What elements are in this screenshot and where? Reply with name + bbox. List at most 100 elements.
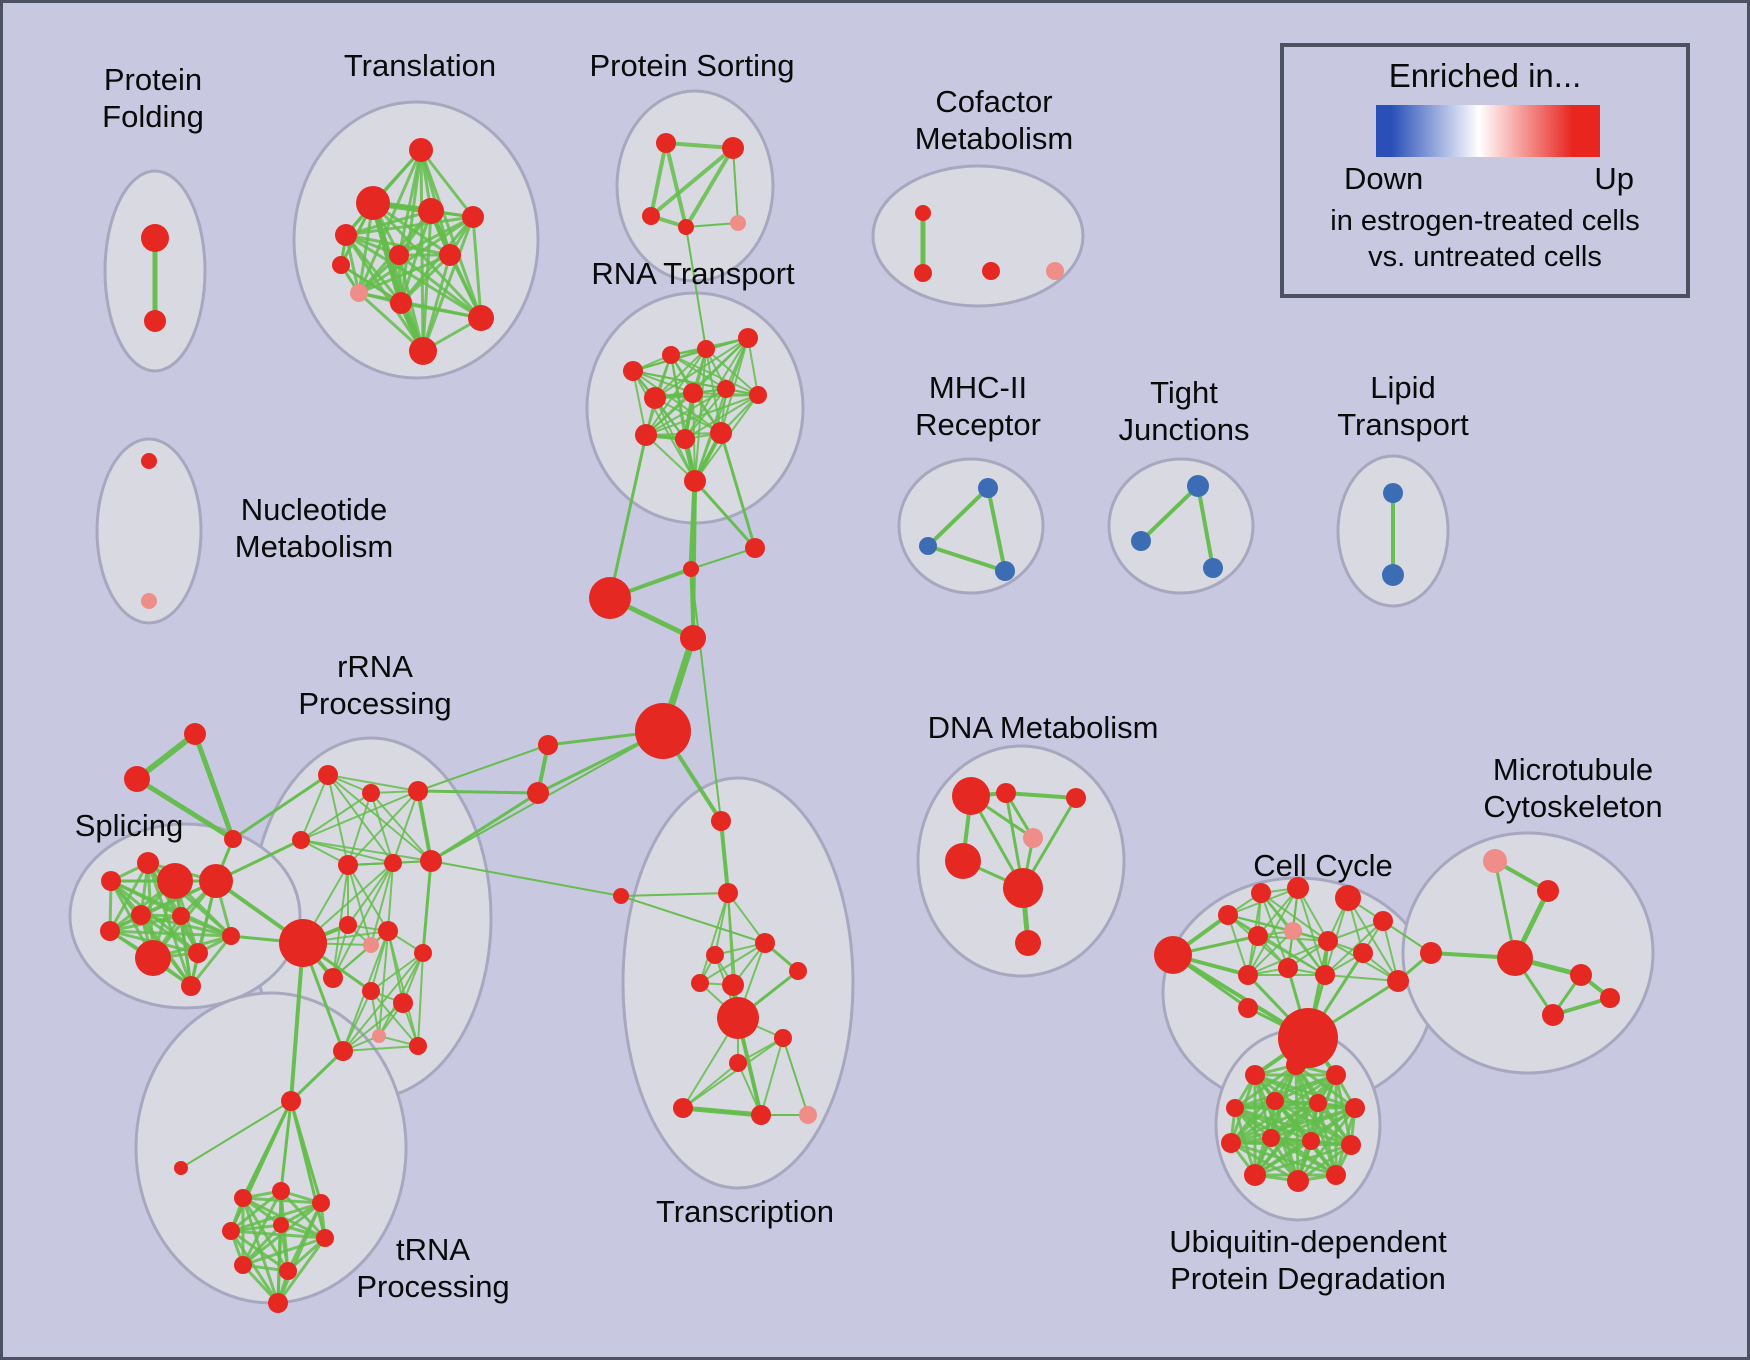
network-edge <box>699 892 729 984</box>
network-node <box>691 974 709 992</box>
network-node <box>137 852 159 874</box>
network-edge <box>276 1223 283 1305</box>
network-node <box>338 855 358 875</box>
network-node <box>1537 880 1559 902</box>
network-edge <box>649 146 735 218</box>
cluster-ellipse-protein-sorting <box>615 89 775 283</box>
network-edge <box>760 1037 784 1116</box>
network-edge <box>419 148 475 219</box>
network-node <box>1382 564 1404 586</box>
network-edge <box>1269 1136 1338 1177</box>
network-node <box>684 470 706 492</box>
network-edge <box>189 934 233 988</box>
network-node <box>362 982 380 1000</box>
network-node <box>774 1029 792 1047</box>
network-node <box>722 137 744 159</box>
network-edge <box>690 568 722 822</box>
network-edge <box>682 1037 784 1109</box>
network-node <box>468 305 494 331</box>
network-node <box>409 138 433 162</box>
network-node <box>279 919 327 967</box>
network-node <box>234 1256 252 1274</box>
network-node <box>144 310 166 332</box>
network-node <box>414 944 432 962</box>
network-node <box>224 830 242 848</box>
network-edge <box>649 141 668 218</box>
network-node <box>683 561 699 577</box>
network-edge <box>645 394 759 436</box>
network-edge <box>684 394 759 440</box>
network-node <box>1278 1008 1338 1068</box>
network-edge <box>357 291 425 353</box>
network-edge <box>416 789 540 795</box>
network-node <box>1353 943 1373 963</box>
network-edge <box>417 744 549 792</box>
network-node <box>101 871 121 891</box>
network-node <box>312 1194 330 1212</box>
network-node <box>1341 1135 1361 1155</box>
network-node <box>680 625 706 651</box>
network-node <box>718 883 738 903</box>
network-node <box>635 703 691 759</box>
network-node <box>1286 1055 1306 1075</box>
network-node <box>1251 883 1271 903</box>
network-edge <box>1316 1101 1338 1177</box>
network-edge <box>229 1189 283 1233</box>
network-edge <box>347 864 372 946</box>
network-edge <box>289 1049 345 1103</box>
network-edge <box>370 862 394 946</box>
network-node <box>1046 262 1064 280</box>
network-edge <box>241 1223 283 1267</box>
network-edge <box>300 839 432 862</box>
network-edge <box>289 1099 327 1240</box>
network-edge <box>192 731 236 842</box>
network-node <box>131 905 151 925</box>
network-node <box>1218 905 1238 925</box>
network-edge <box>241 1236 327 1267</box>
network-edge <box>421 215 475 353</box>
network-node <box>711 811 731 831</box>
network-node <box>420 850 442 872</box>
network-node <box>384 854 402 872</box>
network-edge <box>664 141 735 150</box>
network-edge <box>1269 1101 1320 1140</box>
network-node <box>1483 849 1507 873</box>
network-edge <box>229 1099 293 1233</box>
network-node <box>1238 965 1258 985</box>
network-node <box>409 337 437 365</box>
network-node <box>1326 1165 1346 1185</box>
network-node <box>1154 936 1192 974</box>
network-node <box>292 831 310 849</box>
network-node <box>188 943 208 963</box>
network-edge <box>344 215 475 237</box>
network-node <box>730 215 746 231</box>
network-node <box>1420 942 1442 964</box>
network-edge <box>229 1201 323 1233</box>
network-edge <box>620 895 766 944</box>
legend-up-label: Up <box>1594 161 1634 196</box>
network-edge <box>685 222 739 228</box>
network-edge <box>1269 1106 1357 1140</box>
network-edge <box>387 930 419 1047</box>
network-edge <box>1233 1073 1338 1110</box>
network-graph <box>68 89 1655 1313</box>
network-edge <box>347 862 394 926</box>
network-node <box>1335 885 1361 911</box>
network-node <box>1387 970 1409 992</box>
network-edge <box>1273 1073 1338 1103</box>
network-edge <box>471 215 483 320</box>
network-node <box>755 933 775 953</box>
network-edge <box>342 1045 419 1052</box>
network-node <box>656 133 676 153</box>
network-node <box>1131 531 1151 551</box>
network-edge <box>108 861 150 933</box>
network-node <box>1497 940 1533 976</box>
network-node <box>678 219 694 235</box>
network-edge <box>691 479 697 640</box>
network-edge <box>1297 887 1326 976</box>
network-node <box>199 864 233 898</box>
network-node <box>662 346 680 364</box>
network-edge <box>339 263 403 305</box>
network-node <box>389 245 409 265</box>
network-edge <box>327 774 419 792</box>
